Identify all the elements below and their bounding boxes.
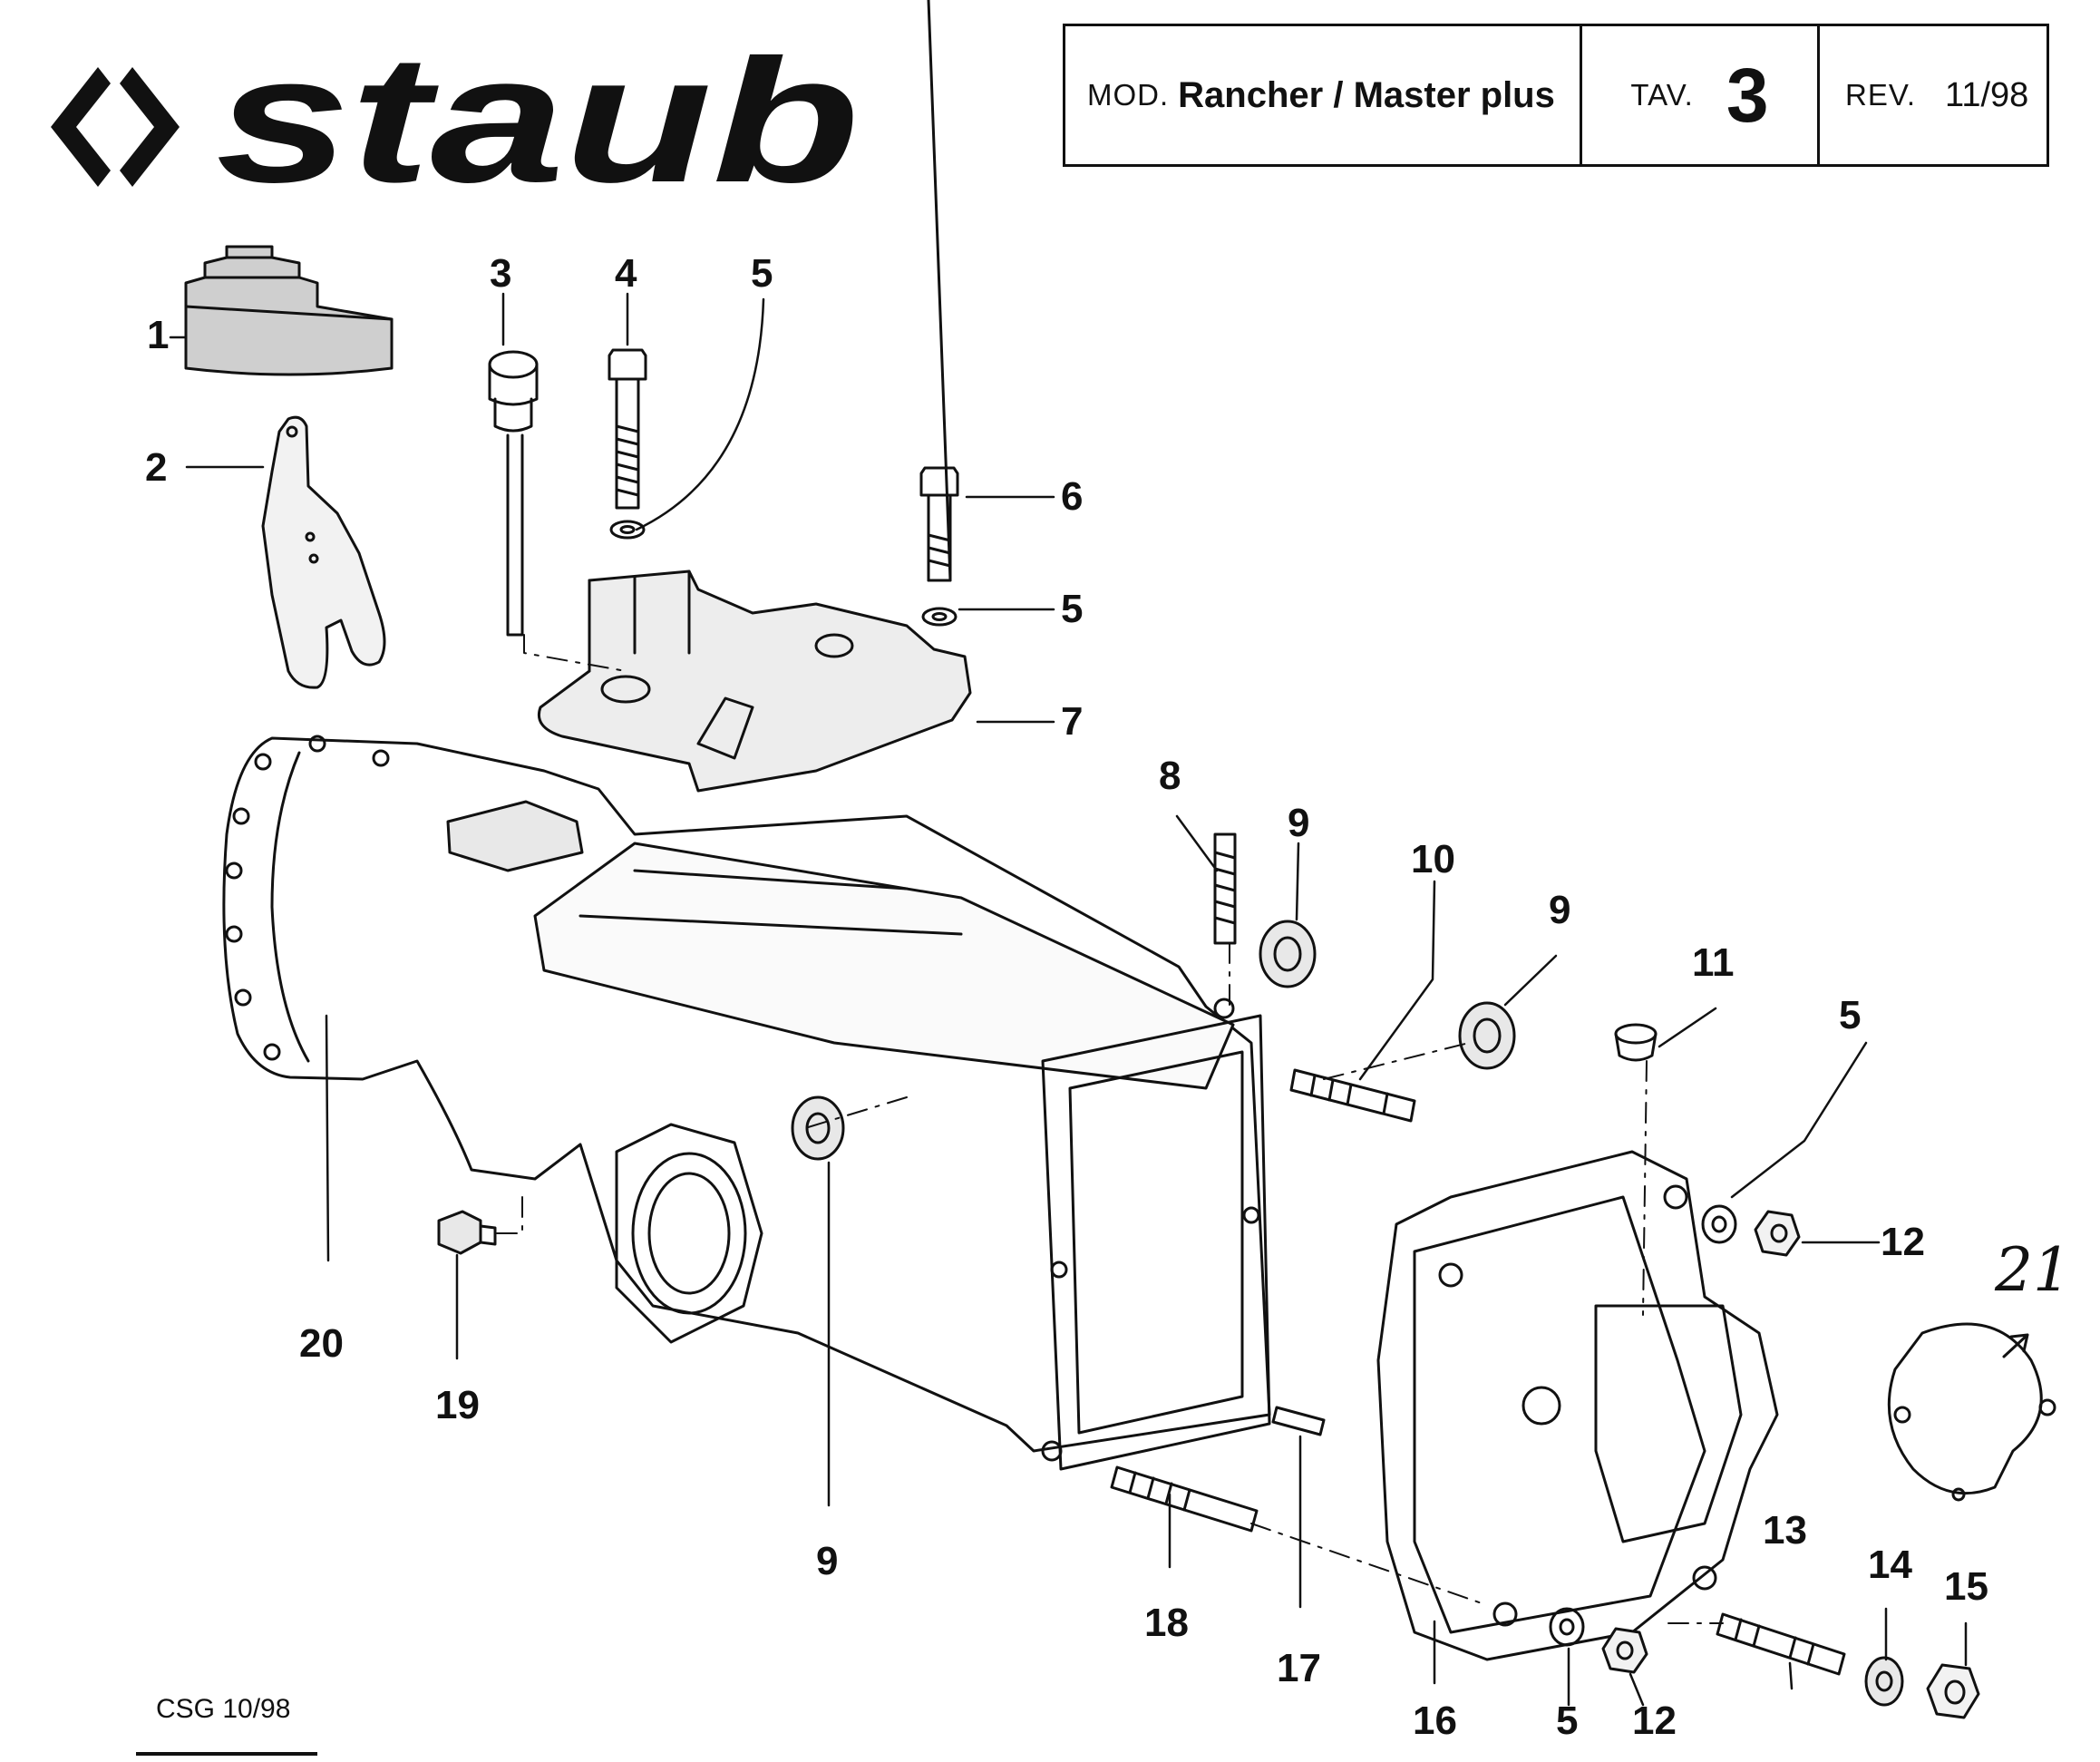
- oil-seal: [791, 1095, 845, 1161]
- washer: [1864, 1656, 1904, 1707]
- part-label-3: 3: [490, 251, 512, 296]
- part-label-10: 10: [1411, 837, 1455, 881]
- bottom-rule: [136, 1752, 317, 1756]
- logo-wordmark: staub: [216, 54, 860, 200]
- mod-label: MOD.: [1087, 78, 1170, 112]
- part-label-17: 17: [1277, 1646, 1321, 1690]
- model-name: Rancher / Master plus: [1178, 74, 1555, 115]
- part-label-15: 15: [1944, 1564, 1988, 1609]
- part-label-11: 11: [1692, 940, 1735, 985]
- short-bolt: [919, 0, 959, 582]
- part-label-18: 18: [1144, 1601, 1189, 1645]
- revision-cell: REV. 11/98: [1820, 26, 2047, 164]
- stud: [1110, 1465, 1259, 1533]
- dowel-pin: [1271, 1406, 1326, 1436]
- gear-lever-boot: [184, 245, 394, 376]
- top-cover: [538, 569, 972, 793]
- long-bolt: [608, 348, 647, 510]
- part-label-14: 14: [1868, 1543, 1912, 1587]
- part-label-9: 9: [1549, 888, 1571, 932]
- washer: [921, 607, 958, 627]
- part-label-12: 12: [1881, 1220, 1925, 1264]
- nut: [1601, 1627, 1648, 1674]
- part-label-2: 2: [145, 445, 168, 490]
- part-label-13: 13: [1763, 1508, 1807, 1553]
- leader-lines: [169, 292, 1968, 1707]
- tav-number: 3: [1726, 52, 1769, 138]
- part-label-9: 9: [1288, 801, 1310, 845]
- washer: [609, 520, 646, 540]
- part-label-8: 8: [1159, 754, 1181, 798]
- part-label-6: 6: [1061, 474, 1084, 519]
- part-label-19: 19: [435, 1383, 480, 1427]
- rev-value: 11/98: [1945, 75, 2029, 114]
- part-label-9: 9: [816, 1539, 839, 1583]
- rear-cover: [1376, 1150, 1779, 1661]
- washer: [1701, 1204, 1737, 1244]
- nut: [1926, 1663, 1980, 1719]
- oil-seal: [1259, 920, 1317, 988]
- tav-label: TAV.: [1630, 78, 1694, 112]
- oil-dipstick: [488, 350, 539, 637]
- part-label-5: 5: [1556, 1699, 1579, 1743]
- clutch-fork: [261, 415, 386, 689]
- part-label-12: 12: [1632, 1699, 1677, 1743]
- gearbox-main-case: [222, 735, 1271, 1471]
- part-label-20: 20: [299, 1321, 344, 1366]
- footer-code: CSG 10/98: [156, 1694, 291, 1724]
- staub-logo: staub: [51, 54, 860, 200]
- oil-seal: [1458, 1001, 1516, 1070]
- part-label-7: 7: [1061, 699, 1084, 744]
- model-cell: MOD. Rancher / Master plus: [1065, 26, 1582, 164]
- table-cell: TAV. 3: [1582, 26, 1820, 164]
- stud: [1213, 832, 1237, 945]
- washer: [1549, 1607, 1585, 1647]
- plug: [1614, 1023, 1658, 1062]
- double-chevron-logo-icon: [51, 67, 180, 187]
- part-label-4: 4: [615, 251, 637, 296]
- rev-label: REV.: [1845, 78, 1916, 112]
- gasket: [1887, 1322, 2056, 1502]
- stud: [1289, 1068, 1416, 1123]
- handwritten-part-21: 21: [1995, 1235, 2071, 1305]
- drain-plug: [437, 1210, 497, 1255]
- title-block: MOD. Rancher / Master plus TAV. 3 REV. 1…: [1063, 24, 2049, 167]
- part-label-1: 1: [147, 313, 170, 357]
- centre-lines: [496, 634, 1724, 1624]
- part-label-5: 5: [751, 251, 773, 296]
- nut: [1754, 1210, 1801, 1257]
- stud: [1716, 1612, 1846, 1676]
- part-label-5: 5: [1839, 993, 1862, 1037]
- part-label-5: 5: [1061, 587, 1084, 631]
- part-label-16: 16: [1413, 1699, 1457, 1743]
